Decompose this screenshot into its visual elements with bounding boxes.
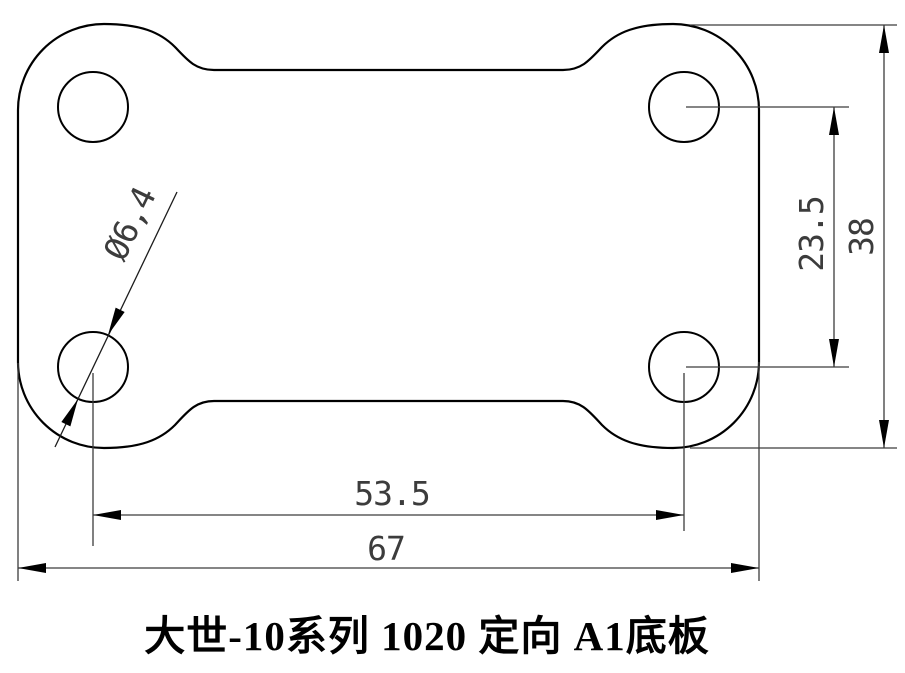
arrowhead-38-top	[879, 25, 889, 53]
arrowhead-diameter-upper	[108, 307, 125, 335]
dim-text-overall-width: 67	[367, 529, 405, 568]
arrowhead-53-5-left	[93, 510, 121, 520]
arrowhead-67-right	[731, 563, 759, 573]
dim-text-overall-height: 38	[842, 218, 881, 256]
arrowhead-67-left	[18, 563, 46, 573]
arrowhead-23-5-bottom	[829, 339, 839, 367]
extension-lines	[17, 24, 897, 581]
arrowhead-diameter-lower	[61, 399, 78, 427]
arrowhead-53-5-right	[656, 510, 684, 520]
arrowheads	[18, 25, 889, 573]
dim-text-vertical-hole-spacing: 23.5	[792, 196, 831, 271]
arrowhead-23-5-top	[829, 107, 839, 135]
drawing-title: 大世-10系列 1020 定向 A1底板	[144, 613, 710, 659]
arrowhead-38-bottom	[879, 420, 889, 448]
bolt-hole-top-left	[57, 71, 129, 143]
dim-text-hole-diameter: Ø6,4	[96, 181, 164, 266]
dim-text-horizontal-hole-spacing: 53.5	[354, 474, 429, 513]
